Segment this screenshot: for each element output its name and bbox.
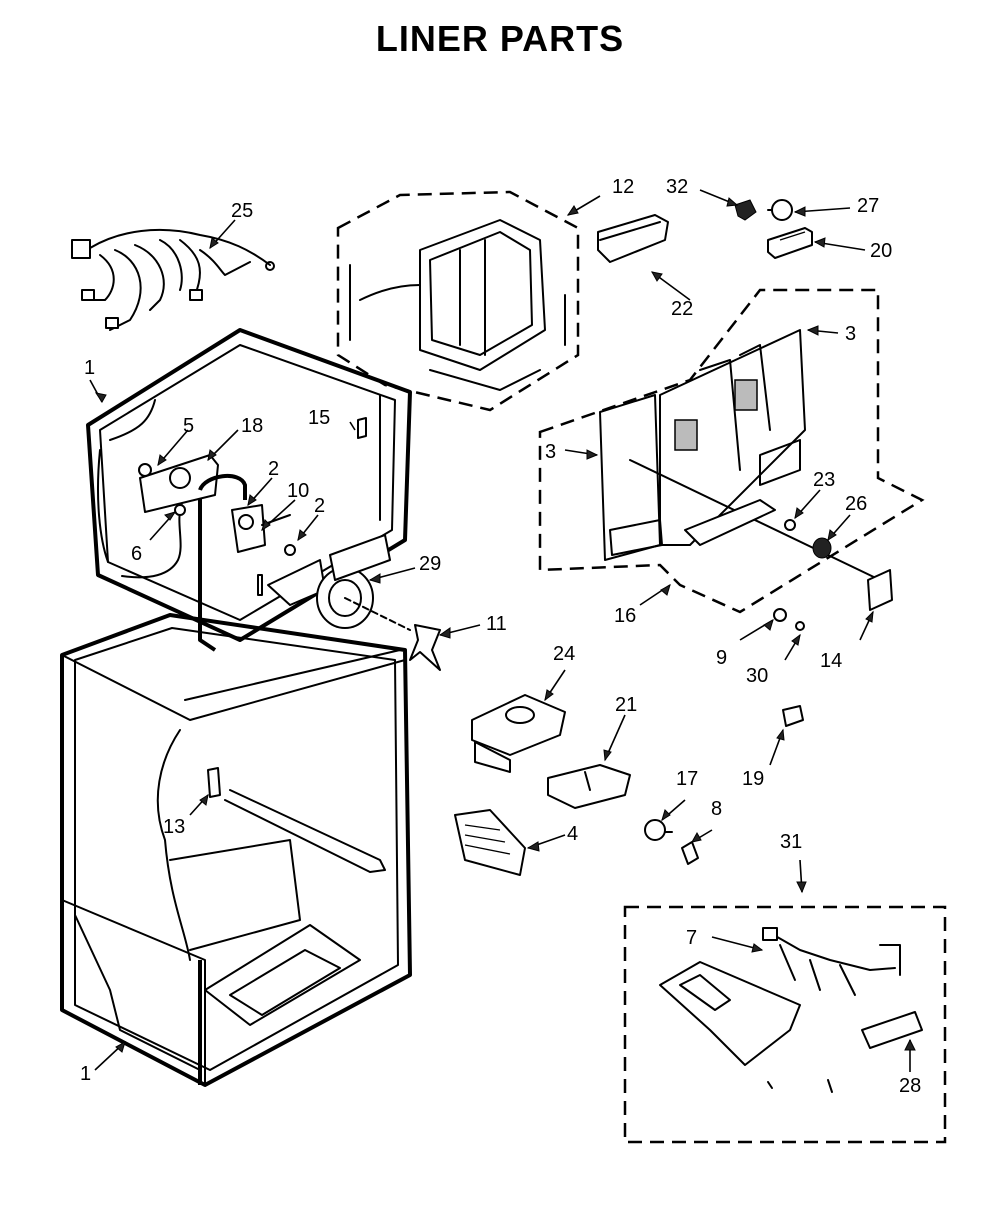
callout-18: 18	[241, 415, 263, 437]
callout-5: 5	[183, 415, 194, 437]
callout-14: 14	[820, 650, 842, 672]
callout-23: 23	[813, 469, 835, 491]
callout-17: 17	[676, 768, 698, 790]
callout-20: 20	[870, 240, 892, 262]
callout-11: 11	[486, 613, 507, 635]
part-24	[471, 694, 566, 773]
evaporator-cover-group	[336, 190, 580, 412]
callout-labels: 1 1 2 2 3 3 4 5 6 7 8 9 10 11 12 13 14 1…	[80, 176, 921, 1097]
callout-3: 3	[545, 441, 556, 463]
small-hardware	[773, 519, 893, 631]
callout-12: 12	[612, 176, 634, 198]
fan-motor-assembly	[138, 417, 441, 671]
callout-4: 4	[567, 823, 578, 845]
callout-2: 2	[314, 495, 325, 517]
callout-3: 3	[845, 323, 856, 345]
callout-19: 19	[742, 768, 764, 790]
part-21	[547, 764, 631, 809]
callout-13: 13	[163, 816, 185, 838]
callout-28: 28	[899, 1075, 921, 1097]
callout-27: 27	[857, 195, 879, 217]
callout-8: 8	[711, 798, 722, 820]
light-assembly-group	[623, 905, 947, 1144]
callout-32: 32	[666, 176, 688, 198]
callout-31: 31	[780, 831, 802, 853]
control-panel-group	[538, 288, 925, 614]
callout-26: 26	[845, 493, 867, 515]
callout-9: 9	[716, 647, 727, 669]
freezer-liner	[86, 328, 412, 652]
callout-25: 25	[231, 200, 253, 222]
callout-10: 10	[287, 480, 309, 502]
part-17-8-19	[644, 705, 804, 865]
callout-1: 1	[80, 1063, 91, 1085]
callout-22: 22	[671, 298, 693, 320]
callout-24: 24	[553, 643, 575, 665]
callout-7: 7	[686, 927, 697, 949]
wire-harness	[71, 228, 275, 331]
fresh-food-liner	[60, 613, 412, 1087]
diagram-title: LINER PARTS	[375, 18, 625, 59]
callout-21: 21	[615, 694, 637, 716]
callout-16: 16	[614, 605, 636, 627]
part-13	[207, 767, 221, 798]
part-22	[597, 214, 669, 263]
part-32-27-20	[734, 199, 813, 259]
callout-15: 15	[308, 407, 330, 429]
callout-29: 29	[419, 553, 441, 575]
part-4	[454, 809, 526, 876]
callout-6: 6	[131, 543, 142, 565]
callout-1: 1	[84, 357, 95, 379]
callout-2: 2	[268, 458, 279, 480]
arrowheads	[94, 197, 916, 1053]
callout-30: 30	[746, 665, 768, 687]
